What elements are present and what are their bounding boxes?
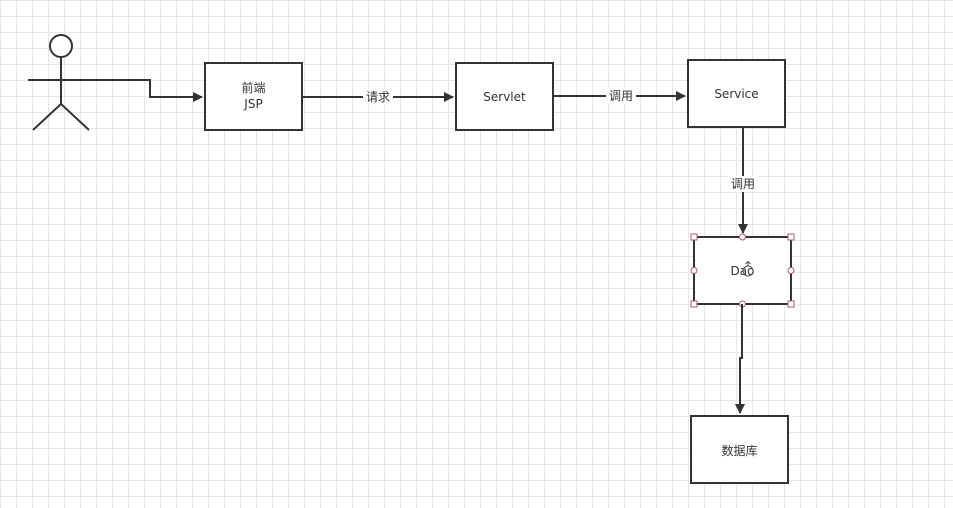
resize-handle-top-right[interactable] [787,233,795,241]
move-icon[interactable] [742,260,754,277]
node-database-label: 数据库 [721,443,757,458]
edge-dao-to-database[interactable] [735,304,745,414]
edge-actor-to-frontend[interactable] [94,79,203,102]
node-service[interactable]: Service [687,59,786,128]
node-servlet[interactable]: Servlet [455,62,554,131]
edge-call-label-1: 调用 [609,89,633,103]
edge-label-bg [728,176,758,192]
edge-label-bg [606,88,636,104]
edge-label-bg [363,89,393,105]
node-frontend-jsp[interactable]: 前端 JSP [204,62,303,131]
edge-request-label: 请求 [366,90,390,104]
node-service-label: Service [714,87,758,101]
edge-frontend-to-servlet[interactable]: 请求 [302,89,454,105]
edge-servlet-to-service[interactable]: 调用 [553,88,686,104]
resize-handle-bottom-right[interactable] [787,300,795,308]
resize-handle-top-left[interactable] [690,233,698,241]
connection-point-right[interactable] [787,267,795,274]
node-frontend-label-line1: 前端 [241,80,265,95]
actor-user[interactable] [28,34,94,131]
connection-point-top[interactable] [739,233,746,241]
edge-service-to-dao[interactable]: 调用 [728,127,758,234]
connection-point-left[interactable] [690,267,698,274]
node-database[interactable]: 数据库 [690,415,789,484]
resize-handle-bottom-left[interactable] [690,300,698,308]
selection-handles[interactable] [690,233,795,308]
node-servlet-label: Servlet [483,90,526,104]
node-dao[interactable]: Dao [690,233,795,308]
node-frontend-label-line2: JSP [243,97,262,111]
edge-call-label-2: 调用 [731,177,755,191]
